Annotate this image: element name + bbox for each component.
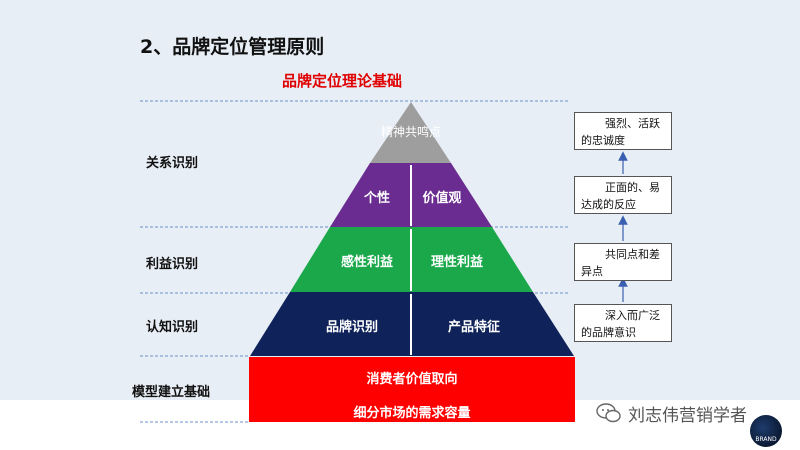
response-box-line2: 的品牌意识 <box>581 326 636 339</box>
response-box-line2: 异点 <box>581 265 603 278</box>
watermark-text: 刘志伟营销学者 <box>628 406 747 426</box>
author-avatar: BRAND <box>750 415 782 447</box>
avatar-text: BRAND <box>755 436 777 443</box>
response-box-awareness: 深入而广泛 的品牌意识 <box>574 304 672 342</box>
response-box-line2: 达成的反应 <box>581 198 636 211</box>
pyramid-top-text: 精神共鸣点 <box>380 125 441 139</box>
label-benefit-identity: 利益识别 <box>146 257 199 272</box>
response-box-line1: 深入而广泛 <box>605 309 660 322</box>
pyramid-emotional-benefit-text: 感性利益 <box>340 255 393 270</box>
response-box-line1: 正面的、易 <box>605 181 660 194</box>
pyramid-top-tier <box>370 102 451 163</box>
pyramid-base <box>249 357 575 422</box>
label-relationship-identity: 关系识别 <box>146 156 199 171</box>
response-box-line1: 强烈、活跃 <box>605 117 660 130</box>
pyramid-base-line2: 细分市场的需求容量 <box>353 406 471 421</box>
response-box-parity-difference: 共同点和差 异点 <box>574 243 672 281</box>
response-box-reaction: 正面的、易 达成的反应 <box>574 176 672 214</box>
label-model-foundation: 模型建立基础 <box>132 385 211 400</box>
pyramid-rational-benefit-text: 理性利益 <box>430 255 483 270</box>
label-cognitive-identity: 认知识别 <box>146 320 199 335</box>
response-box-loyalty: 强烈、活跃 的忠诚度 <box>574 112 672 150</box>
diagram-subtitle: 品牌定位理论基础 <box>282 72 403 90</box>
pyramid-product-features-text: 产品特征 <box>447 320 500 335</box>
response-box-line2: 的忠诚度 <box>581 134 625 147</box>
slide-heading: 2、品牌定位管理原则 <box>140 36 325 58</box>
response-box-line1: 共同点和差 <box>605 248 660 261</box>
pyramid-values-text: 价值观 <box>422 191 462 206</box>
pyramid-personality-text: 个性 <box>363 191 390 206</box>
pyramid-brand-identity-text: 品牌识别 <box>325 320 378 335</box>
wechat-icon <box>596 403 621 423</box>
pyramid-base-line1: 消费者价值取向 <box>366 372 458 387</box>
